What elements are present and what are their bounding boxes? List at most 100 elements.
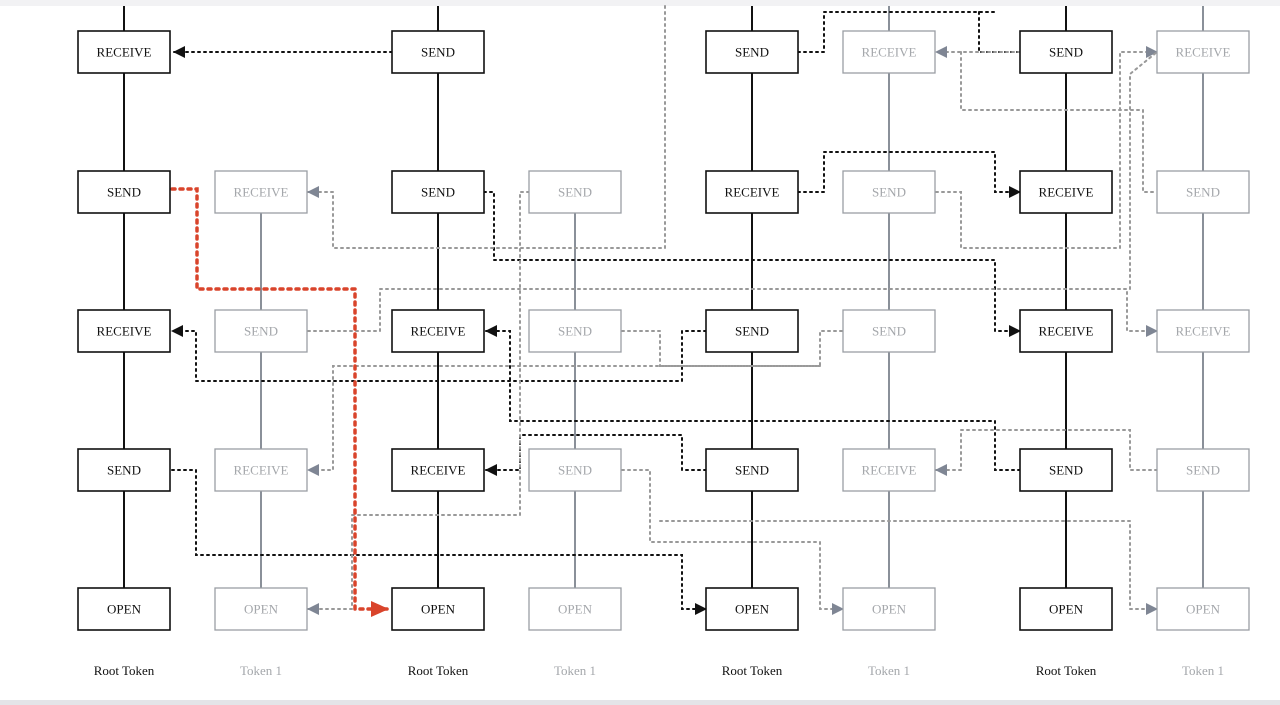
node-open-2-4: OPEN <box>391 587 485 631</box>
node-label: SEND <box>735 45 769 60</box>
node-label: SEND <box>1049 45 1083 60</box>
node-box <box>391 587 485 631</box>
node-receive-5-0: RECEIVE <box>842 30 936 74</box>
node-box <box>77 30 171 74</box>
node-label: SEND <box>735 324 769 339</box>
token-link-17 <box>935 429 1158 476</box>
chain-label-3: Token 1 <box>554 663 596 678</box>
node-box <box>77 587 171 631</box>
node-send-3-3: SEND <box>528 448 622 492</box>
node-send-4-3: SEND <box>705 448 799 492</box>
node-receive-4-1: RECEIVE <box>705 170 799 214</box>
token-link-10 <box>307 288 1158 337</box>
node-label: SEND <box>1186 463 1220 478</box>
node-label: RECEIVE <box>862 463 917 478</box>
node-send-5-1: SEND <box>842 170 936 214</box>
node-box <box>705 309 799 353</box>
node-box <box>1156 30 1250 74</box>
node-label: OPEN <box>421 602 456 617</box>
node-open-7-4: OPEN <box>1156 587 1250 631</box>
node-send-0-1: SEND <box>77 170 171 214</box>
node-open-1-4: OPEN <box>214 587 308 631</box>
node-label: RECEIVE <box>234 185 289 200</box>
node-box <box>705 448 799 492</box>
token-link-13 <box>307 191 530 615</box>
node-box <box>1156 587 1250 631</box>
node-label: RECEIVE <box>1039 185 1094 200</box>
node-box <box>842 170 936 214</box>
node-box <box>842 309 936 353</box>
node-box <box>1019 448 1113 492</box>
node-box <box>214 309 308 353</box>
node-label: RECEIVE <box>1176 324 1231 339</box>
node-label: RECEIVE <box>234 463 289 478</box>
node-send-2-0: SEND <box>391 30 485 74</box>
node-label: SEND <box>107 185 141 200</box>
node-label: OPEN <box>735 602 770 617</box>
root-link-7 <box>485 434 707 476</box>
chain-label-2: Root Token <box>408 663 469 678</box>
node-label: RECEIVE <box>411 463 466 478</box>
chain-label-0: Root Token <box>94 663 155 678</box>
node-send-7-1: SEND <box>1156 170 1250 214</box>
node-receive-1-3: RECEIVE <box>214 448 308 492</box>
root-link-1 <box>483 191 1021 337</box>
node-box <box>1156 309 1250 353</box>
node-label: RECEIVE <box>725 185 780 200</box>
chain-label-4: Root Token <box>722 663 783 678</box>
token-link-14 <box>621 469 844 615</box>
top-strip <box>0 0 1280 6</box>
token-link-15 <box>935 46 1158 249</box>
chain-label-5: Token 1 <box>868 663 910 678</box>
node-send-4-2: SEND <box>705 309 799 353</box>
node-label: SEND <box>1049 463 1083 478</box>
node-open-4-4: OPEN <box>705 587 799 631</box>
node-label: SEND <box>872 324 906 339</box>
node-receive-7-0: RECEIVE <box>1156 30 1250 74</box>
highlighted-path <box>170 187 390 617</box>
node-receive-0-0: RECEIVE <box>77 30 171 74</box>
node-label: RECEIVE <box>97 324 152 339</box>
node-label: OPEN <box>872 602 907 617</box>
node-box <box>842 448 936 492</box>
token-link-16 <box>960 51 1158 193</box>
node-box <box>214 448 308 492</box>
node-receive-6-1: RECEIVE <box>1019 170 1113 214</box>
node-open-0-4: OPEN <box>77 587 171 631</box>
node-label: RECEIVE <box>411 324 466 339</box>
node-receive-0-2: RECEIVE <box>77 309 171 353</box>
node-label: RECEIVE <box>862 45 917 60</box>
node-box <box>391 30 485 74</box>
node-send-0-3: SEND <box>77 448 171 492</box>
token-link-12 <box>307 365 821 476</box>
node-box <box>1019 30 1113 74</box>
node-box <box>1156 170 1250 214</box>
node-label: SEND <box>558 463 592 478</box>
root-link-4 <box>978 11 1021 53</box>
node-label: OPEN <box>107 602 142 617</box>
node-box <box>1156 448 1250 492</box>
node-box <box>77 448 171 492</box>
node-label: SEND <box>107 463 141 478</box>
node-label: SEND <box>244 324 278 339</box>
node-box <box>1019 170 1113 214</box>
node-receive-2-2: RECEIVE <box>391 309 485 353</box>
token-link-19 <box>1129 51 1158 290</box>
node-label: RECEIVE <box>1176 45 1231 60</box>
node-receive-2-3: RECEIVE <box>391 448 485 492</box>
node-label: OPEN <box>1049 602 1084 617</box>
node-label: SEND <box>1186 185 1220 200</box>
node-box <box>528 448 622 492</box>
chain-label-1: Token 1 <box>240 663 282 678</box>
node-label: SEND <box>558 324 592 339</box>
node-label: SEND <box>421 185 455 200</box>
node-send-3-1: SEND <box>528 170 622 214</box>
node-box <box>214 170 308 214</box>
root-link-8 <box>485 325 1021 471</box>
node-label: RECEIVE <box>1039 324 1094 339</box>
node-label: OPEN <box>244 602 279 617</box>
root-link-6 <box>171 469 707 615</box>
root-link-5 <box>171 325 707 382</box>
